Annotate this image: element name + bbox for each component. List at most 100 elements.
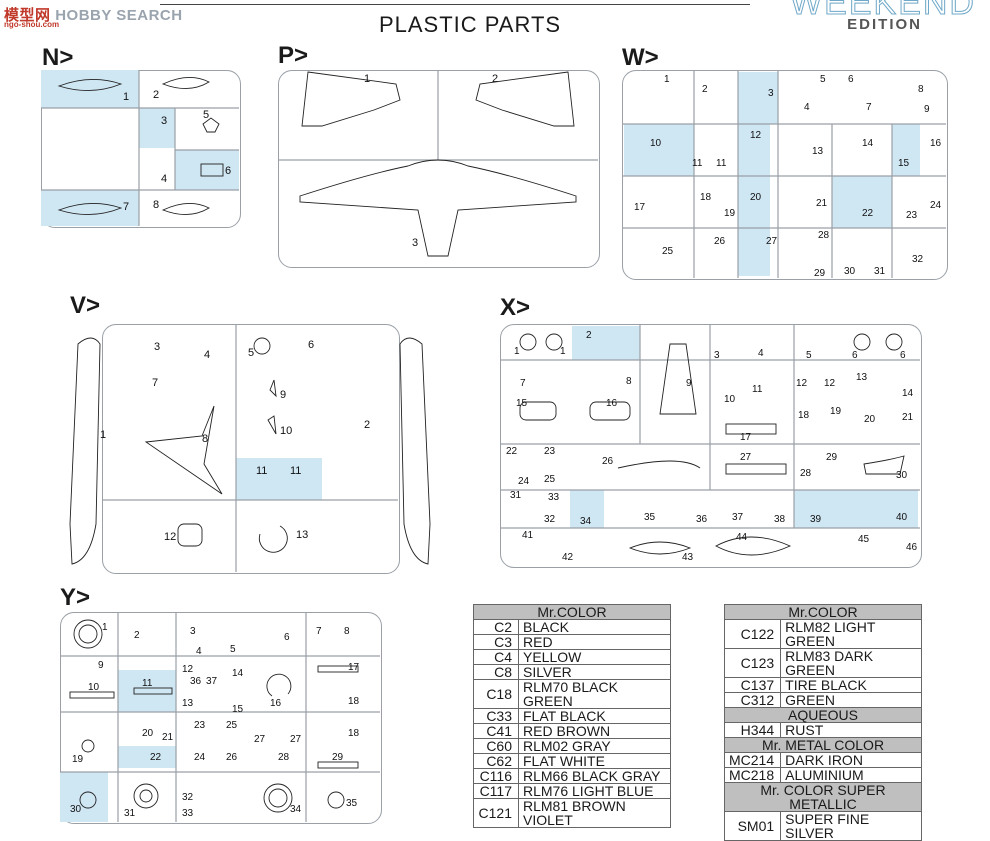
brand-logo: WEEKEND (790, 0, 976, 23)
part-number: 33 (548, 492, 560, 503)
part-number: 16 (606, 398, 618, 409)
color-code: C3 (473, 634, 519, 650)
color-code: C4 (473, 649, 519, 665)
part-number: 44 (736, 532, 748, 543)
part-number: 10 (724, 394, 736, 405)
part-number: 41 (522, 530, 534, 541)
color-code: C117 (473, 783, 519, 799)
part-number: 1 (664, 74, 670, 85)
color-name: RLM83 DARK GREEN (780, 648, 922, 678)
part-number: 19 (724, 208, 736, 219)
part-number: 3 (161, 115, 167, 127)
part-number: 3 (154, 341, 160, 353)
part-number: 30 (844, 266, 856, 277)
sprue-p-frame (278, 70, 600, 268)
part-number: 11 (256, 465, 267, 477)
part-number: 7 (152, 377, 158, 389)
part-number: 11 (290, 465, 301, 477)
part-number: 6 (900, 350, 906, 361)
part-number: 9 (924, 104, 930, 115)
part-number: 35 (346, 798, 358, 809)
part-number: 4 (758, 348, 764, 359)
part-number: 12 (824, 378, 836, 389)
color-code: SM01 (723, 811, 782, 841)
part-number: 5 (203, 109, 209, 121)
part-number: 8 (153, 199, 159, 211)
part-number: 42 (562, 552, 574, 563)
sprue-n-frame (41, 70, 241, 228)
brand-edition: EDITION (847, 16, 922, 33)
color-code: C121 (473, 798, 519, 828)
part-number: 9 (686, 378, 692, 389)
sprue-label-x: X> (500, 294, 531, 321)
part-number: 28 (278, 752, 290, 763)
color-name: RLM70 BLACK GREEN (518, 679, 671, 709)
part-number: 22 (150, 752, 162, 763)
part-number: 15 (232, 704, 244, 715)
part-number: 8 (202, 433, 208, 445)
part-number: 2 (702, 84, 708, 95)
part-number: 23 (194, 720, 206, 731)
part-number: 21 (902, 412, 914, 423)
part-number: 2 (586, 330, 592, 341)
part-number: 22 (862, 208, 874, 219)
part-number: 12 (164, 531, 176, 543)
table-header: Mr.COLOR (724, 604, 922, 620)
part-number: 33 (182, 808, 194, 819)
part-number: 3 (714, 350, 720, 361)
color-name: GREEN (780, 692, 922, 708)
part-number: 26 (226, 752, 238, 763)
part-number: 34 (580, 516, 592, 527)
part-number: 11 (692, 158, 703, 169)
part-number: 40 (896, 512, 908, 523)
part-number: 24 (194, 752, 206, 763)
part-number: 7 (520, 378, 526, 389)
color-name: RED (518, 634, 671, 650)
part-number: 5 (820, 74, 826, 85)
part-number: 6 (852, 350, 858, 361)
sprue-label-w: W> (622, 44, 659, 71)
color-name: TIRE BLACK (780, 677, 922, 693)
table-header: Mr.COLOR (473, 604, 671, 620)
part-number: 7 (316, 626, 322, 637)
color-name: RUST (780, 722, 922, 738)
color-code: MC218 (723, 767, 782, 783)
part-number: 2 (153, 89, 159, 101)
color-name: RED BROWN (518, 723, 671, 739)
watermark-site: 模型网 (4, 7, 51, 24)
part-number: 1 (102, 622, 108, 633)
color-code: C33 (473, 708, 519, 724)
part-number: 8 (344, 626, 350, 637)
part-number: 7 (123, 201, 129, 213)
part-number: 20 (750, 192, 762, 203)
part-number: 20 (864, 414, 876, 425)
color-code: MC214 (723, 752, 782, 768)
part-number: 31 (874, 266, 886, 277)
part-number: 46 (906, 542, 918, 553)
part-number: 18 (700, 192, 712, 203)
part-number: 5 (806, 350, 812, 361)
part-number: 3 (190, 626, 196, 637)
sprue-y-frame (60, 612, 382, 824)
part-number: 31 (510, 490, 522, 501)
part-number: 15 (516, 398, 528, 409)
part-number: 8 (626, 376, 632, 387)
part-number: 20 (142, 728, 154, 739)
part-number: 25 (662, 246, 674, 257)
part-number: 12 (796, 378, 808, 389)
part-number: 13 (296, 529, 308, 541)
part-number: 18 (348, 728, 360, 739)
part-number: 7 (866, 102, 872, 113)
part-number: 11 (142, 678, 153, 689)
part-number: 14 (902, 388, 914, 399)
part-number: 26 (714, 236, 726, 247)
color-name: FLAT BLACK (518, 708, 671, 724)
part-number: 45 (858, 534, 870, 545)
